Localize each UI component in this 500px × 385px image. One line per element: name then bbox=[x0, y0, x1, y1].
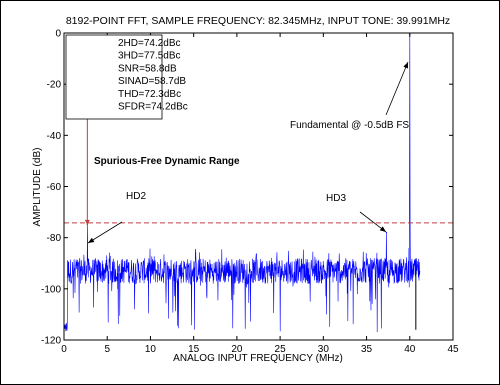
x-tick-label: 35 bbox=[361, 344, 373, 355]
axis-ticks: 0 5 10 15 20 25 30 35 40 45 0 -20 -40 -60 -80 -100 -120 bbox=[41, 29, 459, 356]
x-tick-label: 20 bbox=[231, 344, 243, 355]
y-tick-label: -60 bbox=[47, 182, 62, 193]
hd2-arrow-head bbox=[88, 237, 95, 243]
hd2-arrow-line bbox=[87, 221, 123, 244]
x-tick-label: 40 bbox=[404, 344, 416, 355]
hd3-arrow-head bbox=[379, 226, 386, 232]
y-tick-label: -20 bbox=[47, 80, 62, 91]
sfdr-arrowhead bbox=[84, 219, 90, 225]
legend-entry: SFDR=74.2dBc bbox=[118, 102, 188, 113]
x-tick-label: 30 bbox=[318, 344, 330, 355]
x-tick-label: 5 bbox=[104, 344, 110, 355]
x-tick-label: 0 bbox=[61, 344, 67, 355]
legend-box bbox=[65, 34, 163, 120]
y-tick-label: -120 bbox=[41, 336, 61, 347]
x-axis-label: ANALOG INPUT FREQUENCY (MHz) bbox=[173, 353, 343, 364]
legend-entry: 3HD=77.5dBc bbox=[118, 51, 181, 62]
fundamental-arrow-head bbox=[403, 62, 409, 69]
legend-entry: SNR=58.8dB bbox=[118, 63, 177, 74]
y-tick-label: 0 bbox=[55, 29, 61, 40]
x-tick-label: 25 bbox=[275, 344, 287, 355]
x-tick-label: 10 bbox=[145, 344, 157, 355]
fundamental-arrow-line bbox=[385, 61, 409, 116]
sfdr-annotation: Spurious-Free Dynamic Range bbox=[94, 156, 240, 167]
hd3-annotation: HD3 bbox=[326, 193, 346, 204]
fft-series-line bbox=[63, 34, 421, 333]
y-tick-label: -40 bbox=[47, 131, 62, 142]
hd2-annotation: HD2 bbox=[126, 191, 146, 202]
legend-entry: THD=72.3dBc bbox=[118, 89, 181, 100]
y-axis-label: AMPLITUDE (dB) bbox=[32, 148, 43, 227]
fft-peak-point bbox=[385, 231, 388, 234]
chart-title: 8192-POINT FFT, SAMPLE FREQUENCY: 82.345… bbox=[66, 15, 450, 27]
legend-entry: SINAD=58.7dB bbox=[118, 76, 186, 87]
y-tick-label: -100 bbox=[41, 284, 61, 295]
legend-entry: 2HD=74.2dBc bbox=[118, 38, 181, 49]
annotations: Fundamental @ -0.5dB FS Spurious-Free Dyn… bbox=[87, 61, 409, 244]
y-tick-label: -80 bbox=[47, 233, 62, 244]
x-tick-label: 45 bbox=[447, 344, 459, 355]
x-tick-label: 15 bbox=[188, 344, 200, 355]
fundamental-annotation: Fundamental @ -0.5dB FS bbox=[290, 120, 409, 131]
